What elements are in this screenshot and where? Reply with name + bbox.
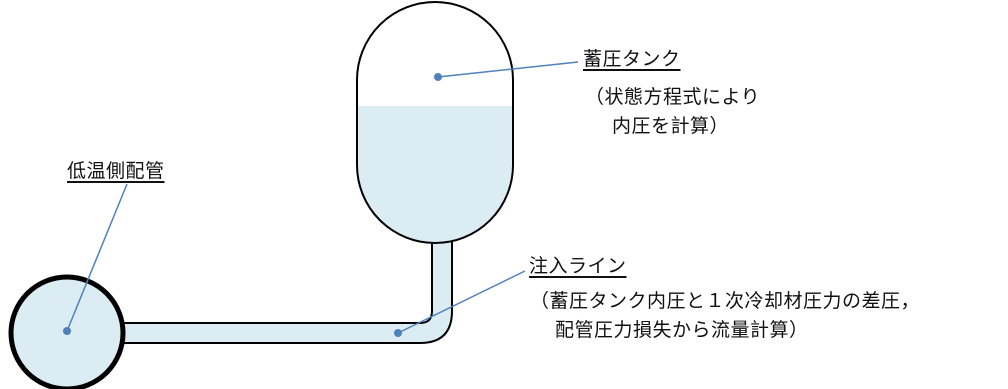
tank-water-fill	[357, 106, 513, 243]
tank-desc-line2: 内圧を計算）	[612, 115, 730, 137]
injection-leader-line	[397, 270, 526, 334]
tank-title: 蓄圧タンク	[583, 48, 681, 70]
tank-desc-line1: （状態方程式により	[585, 86, 761, 108]
tank-leader-line	[437, 61, 579, 78]
injection-pipe-fill	[110, 238, 452, 343]
tank-marker-dot	[434, 73, 442, 81]
injection-pipe-outline-outer	[110, 238, 453, 344]
accumulator-tank	[356, 1, 514, 244]
injection-line-desc-line1: （蓄圧タンク内圧と１次冷却材圧力の差圧，	[530, 290, 921, 312]
injection-line-desc-line2: 配管圧力損失から流量計算）	[555, 319, 809, 341]
injection-pipe-outline-inner	[110, 238, 433, 324]
cold-leg-title: 低温側配管	[67, 160, 165, 182]
injection-marker-dot	[394, 329, 402, 337]
injection-line-title: 注入ライン	[529, 255, 627, 277]
cold-leg-leader-line	[66, 183, 128, 332]
tank-outline	[356, 1, 514, 244]
cold-leg-marker-dot	[63, 327, 71, 335]
